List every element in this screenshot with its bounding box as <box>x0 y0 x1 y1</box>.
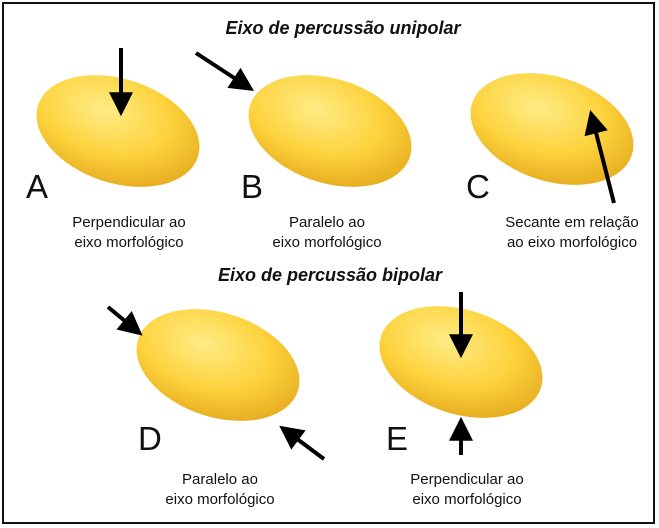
pebble-a <box>36 75 200 187</box>
panel-a-caption: Perpendicular ao eixo morfológico <box>72 213 185 253</box>
panel-c-caption-line2: ao eixo morfológico <box>506 234 638 251</box>
panel-a-letter: A <box>26 168 49 205</box>
panel-e-letter: E <box>386 420 409 457</box>
panel-d-caption-line2: eixo morfológico <box>165 491 275 508</box>
panel-e-caption-line2: eixo morfológico <box>412 491 522 508</box>
panel-c-caption-line1: Secante em relação <box>505 214 639 231</box>
panel-c-letter: C <box>466 168 490 205</box>
arrow-c <box>584 110 616 204</box>
pebble-c <box>470 73 634 185</box>
panel-b-caption-line2: eixo morfológico <box>272 234 382 251</box>
panel-b-letter: B <box>241 168 264 205</box>
arrow-d-top <box>106 305 143 336</box>
pebble-e <box>379 306 543 418</box>
arrow-b <box>194 51 255 91</box>
arrow-d-bottom <box>279 425 326 461</box>
diagram-frame <box>2 2 655 524</box>
panel-e-caption-line1: Perpendicular ao <box>410 471 524 488</box>
panel-d-letter: D <box>138 420 162 457</box>
panel-d-caption: Paralelo ao eixo morfológico <box>165 470 274 510</box>
panel-a-caption-line1: Perpendicular ao <box>72 214 186 231</box>
panel-b-caption: Paralelo ao eixo morfológico <box>272 213 381 253</box>
unipolar-title: Eixo de percussão unipolar <box>225 18 461 38</box>
panel-c-caption: Secante em relação ao eixo morfológico <box>505 213 638 253</box>
pebble-d <box>136 309 300 421</box>
bipolar-title: Eixo de percussão bipolar <box>217 265 443 285</box>
panel-a-caption-line2: eixo morfológico <box>74 234 184 251</box>
panel-b-caption-line1: Paralelo ao <box>289 214 365 231</box>
panel-d-caption-line1: Paralelo ao <box>182 471 258 488</box>
pebble-b <box>248 75 412 187</box>
panel-e-caption: Perpendicular ao eixo morfológico <box>410 470 523 510</box>
